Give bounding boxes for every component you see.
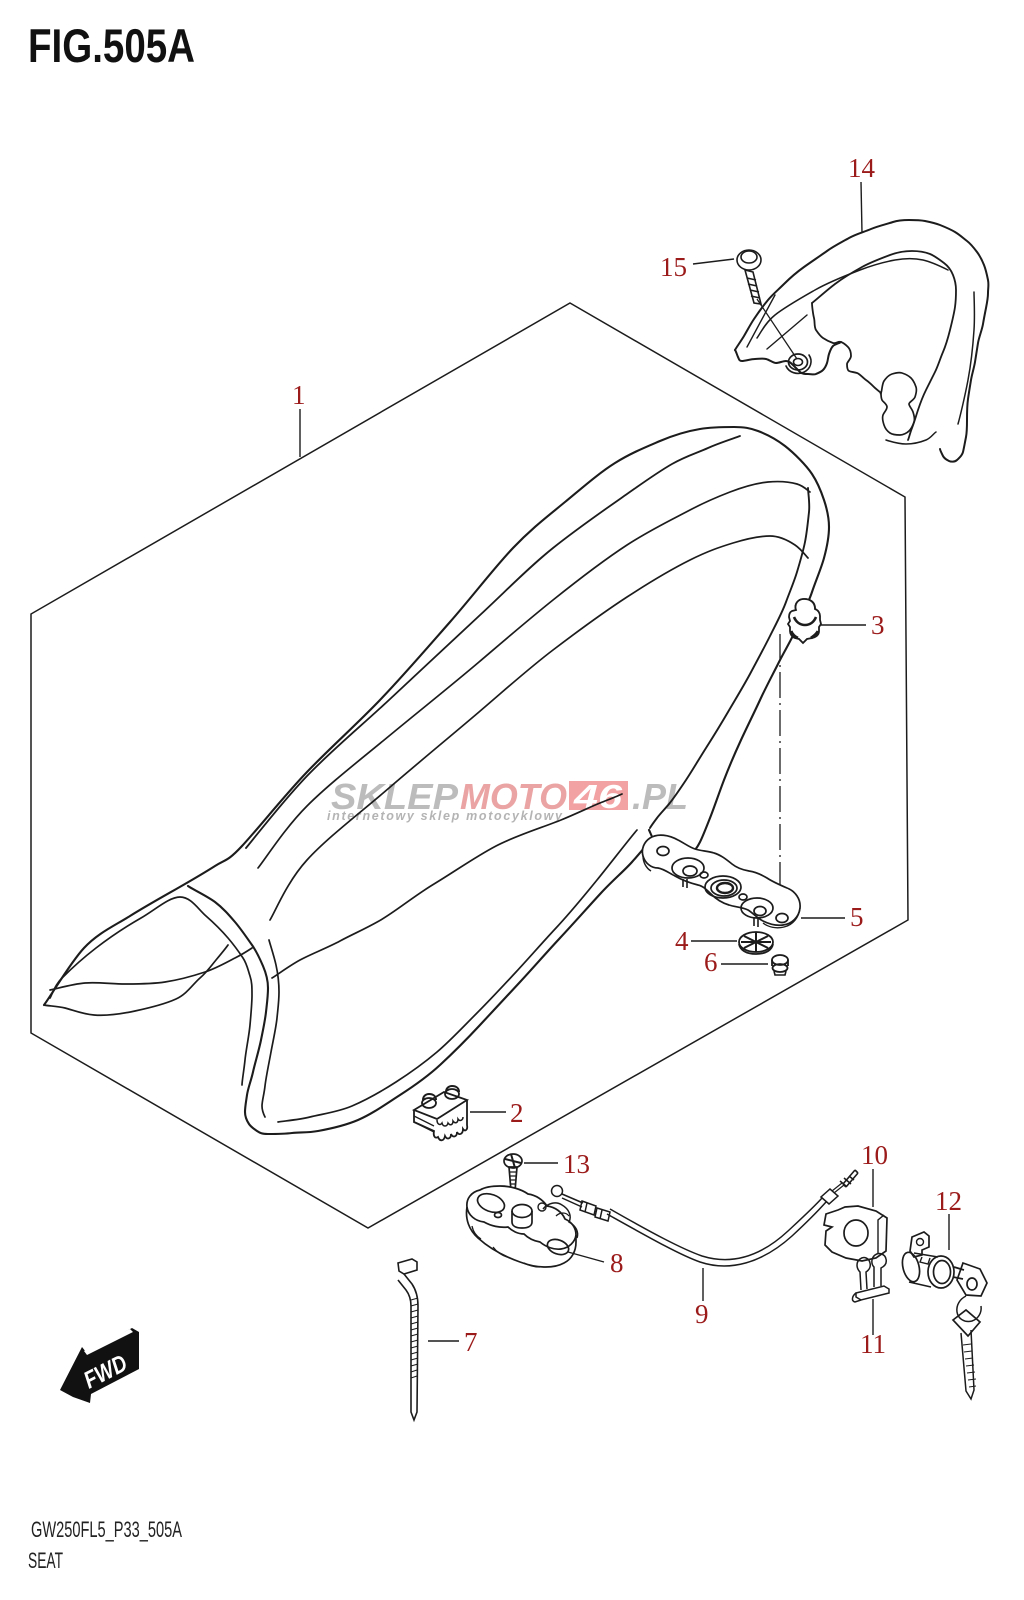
svg-text:internetowy sklep motocyklowy: internetowy sklep motocyklowy: [327, 809, 563, 823]
svg-text:4: 4: [675, 926, 689, 956]
svg-text:GW250FL5_P33_505A: GW250FL5_P33_505A: [31, 1517, 182, 1542]
svg-text:2: 2: [510, 1098, 524, 1128]
svg-text:5: 5: [850, 902, 864, 932]
svg-text:MOTO: MOTO: [460, 776, 567, 817]
svg-text:FIG.505A: FIG.505A: [28, 19, 195, 72]
svg-text:3: 3: [871, 610, 885, 640]
svg-text:15: 15: [660, 252, 687, 282]
svg-text:6: 6: [704, 947, 718, 977]
svg-text:10: 10: [861, 1140, 888, 1170]
svg-text:SEAT: SEAT: [28, 1548, 63, 1573]
svg-text:8: 8: [610, 1248, 624, 1278]
svg-text:9: 9: [695, 1299, 709, 1329]
svg-text:.PL: .PL: [632, 776, 688, 817]
svg-text:13: 13: [563, 1149, 590, 1179]
svg-text:1: 1: [292, 380, 306, 410]
svg-text:14: 14: [848, 153, 876, 183]
svg-text:12: 12: [935, 1186, 962, 1216]
svg-text:7: 7: [464, 1327, 478, 1357]
